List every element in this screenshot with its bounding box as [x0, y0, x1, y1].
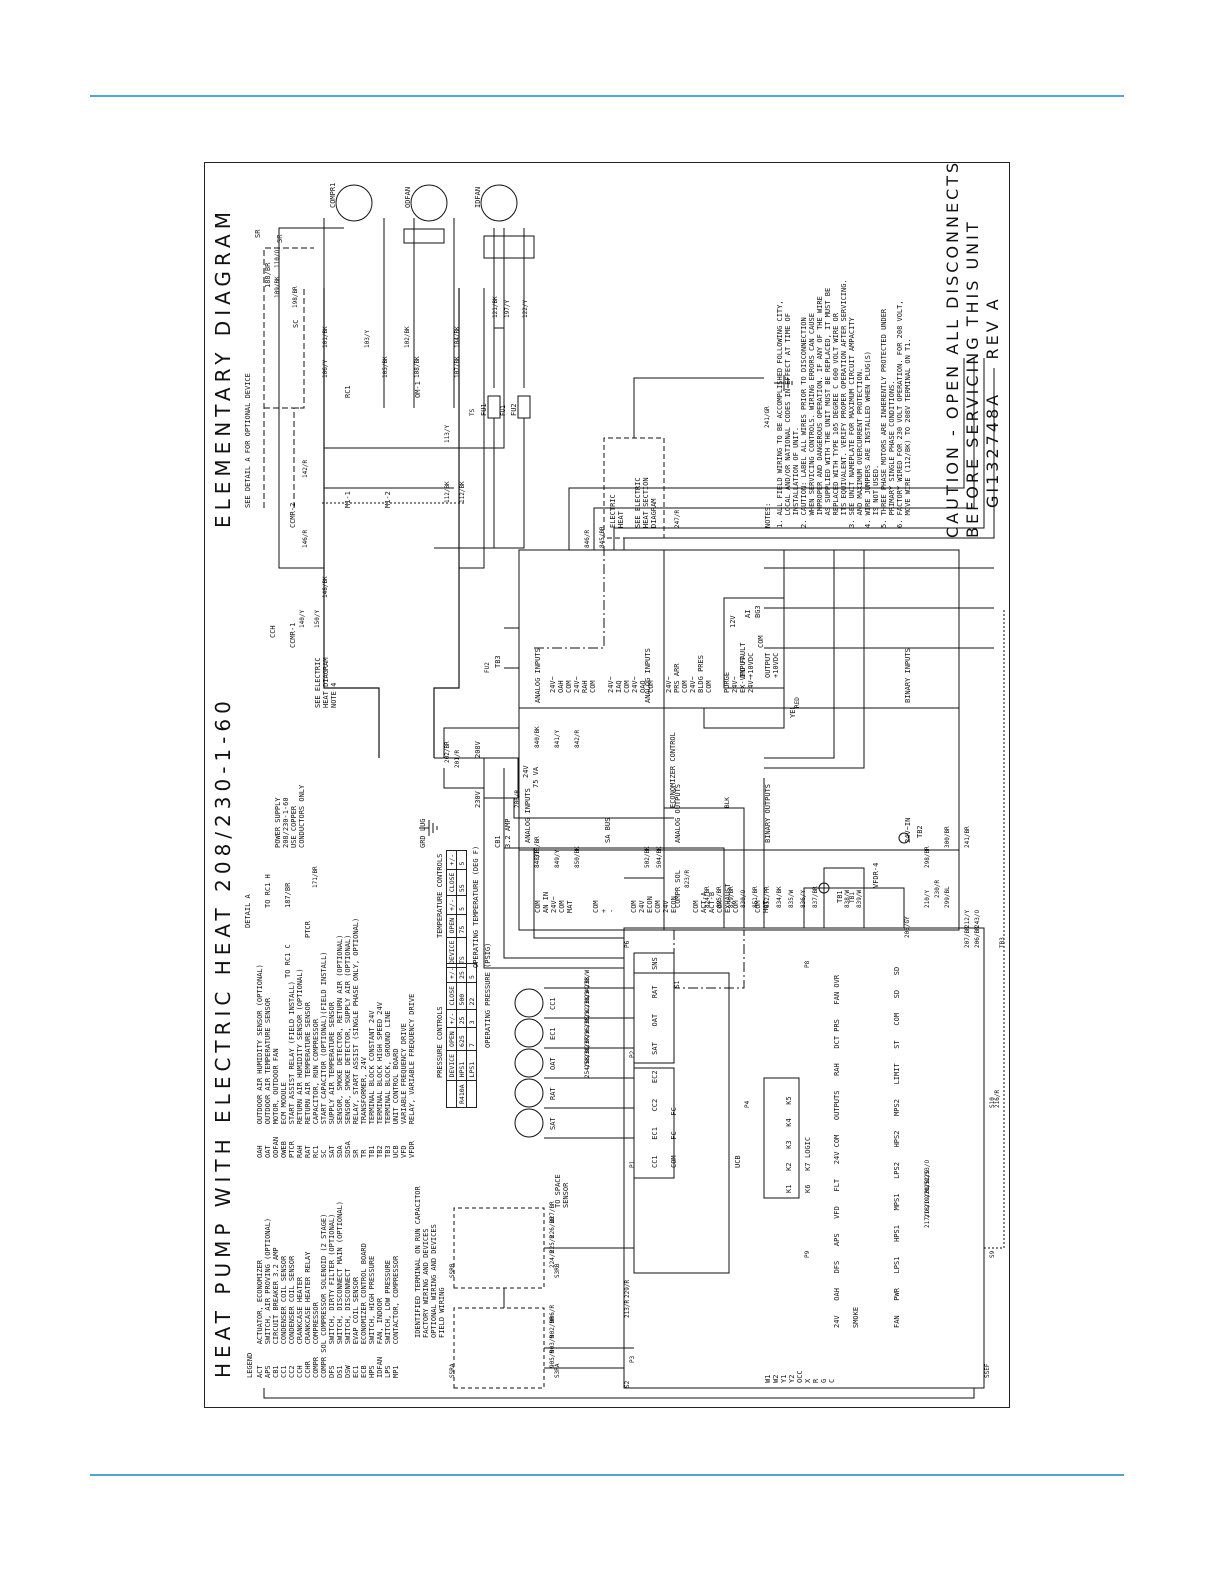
wire-compr-feed — [279, 228, 344, 568]
component-tag: S3RA — [554, 1363, 561, 1378]
wire-econ-5 — [764, 550, 834, 758]
header-rule — [90, 95, 1124, 97]
component-tag: P4 — [744, 1100, 751, 1108]
wiring-svg — [204, 162, 1010, 1408]
diagram-frame — [204, 162, 1010, 1408]
component-tag: S2 — [624, 1380, 631, 1388]
wire-vfdr — [824, 868, 864, 928]
component-tag: P6 — [624, 940, 631, 948]
component-tag: FU1 — [500, 405, 507, 416]
component-tag: BLK — [724, 797, 731, 808]
wire-harness-1 — [984, 608, 1004, 1248]
wire-econ-2 — [594, 358, 974, 550]
wire-ucb-up-2 — [504, 768, 624, 958]
component-tag: S9 — [989, 1250, 996, 1258]
wire-optional-a — [264, 248, 314, 508]
fu2-symbol — [518, 396, 530, 418]
wire-econ-3 — [614, 358, 984, 550]
wire-tr-sec2 — [514, 798, 674, 818]
sensor-oat — [515, 1049, 543, 1077]
sensor-rat — [515, 1079, 543, 1107]
diagram-canvas: HEAT PUMP WITH ELECTRIC HEAT 208/230-1-6… — [204, 160, 1010, 1408]
component-tag: TB3 — [999, 937, 1006, 948]
transformer-symbol — [484, 758, 518, 798]
wire-fuse2 — [454, 418, 524, 548]
component-tag: P3 — [629, 1355, 636, 1363]
wire-odfan-feed — [459, 288, 484, 568]
wire-dashdot-econ — [674, 930, 744, 988]
wire-elec-heat — [634, 378, 764, 438]
component-tag: S3RB — [554, 1263, 561, 1278]
odfan-cap-box — [404, 229, 444, 243]
component-tag: P2 — [629, 1050, 636, 1058]
ucb-inputs-p2 — [634, 953, 674, 1063]
fu1-symbol — [488, 396, 500, 418]
wire-harness-2 — [264, 1388, 974, 1398]
rotated-diagram: HEAT PUMP WITH ELECTRIC HEAT 208/230-1-6… — [204, 160, 1010, 1408]
wire-dashdot-ctl — [534, 538, 604, 648]
wire-econ-6 — [764, 550, 864, 768]
ground-symbol-2 — [774, 375, 792, 391]
compr-motor — [336, 185, 372, 221]
ground-symbol-1 — [419, 820, 437, 836]
component-tag: S10 — [989, 1097, 996, 1108]
sensor-ec1 — [515, 1019, 543, 1047]
tb2-terminal — [899, 833, 909, 843]
component-tag: FU2 — [484, 662, 491, 673]
component-tag: SSRA — [449, 1363, 456, 1378]
component-tag: S1 — [674, 980, 681, 988]
idfan-motor — [481, 185, 517, 221]
component-tag: SSEF — [984, 1363, 991, 1378]
component-tag: RED — [794, 697, 801, 708]
sensor-sat — [515, 1109, 543, 1137]
component-tag: TB1 — [849, 892, 856, 903]
wire-ucb-up-3 — [534, 848, 624, 938]
wire-econ-1 — [569, 358, 964, 550]
ucb-logic-block — [764, 1078, 799, 1198]
sensor-cc1 — [515, 989, 543, 1017]
wire-optional-c — [264, 288, 304, 408]
component-tag: SSRB — [449, 1263, 456, 1278]
idfan-terminal-box — [484, 236, 534, 258]
econ-control-box — [519, 550, 959, 930]
wire-l2-feed — [434, 288, 459, 758]
footer-rule — [90, 1474, 1124, 1476]
component-tag: P8 — [804, 960, 811, 968]
wire-tb-1 — [664, 848, 724, 928]
wire-compr-sol — [624, 878, 664, 928]
component-tag: P1 — [629, 1160, 636, 1168]
component-tag: TS — [469, 408, 476, 416]
component-tag: P9 — [804, 1250, 811, 1258]
wire-tb3-1 — [434, 728, 519, 758]
wire-tb-4 — [804, 888, 904, 928]
wire-tb-2 — [664, 808, 744, 928]
ucb-inputs-p1 — [634, 1068, 674, 1178]
wire-econ-4 — [624, 368, 994, 550]
odfan-motor — [411, 185, 447, 221]
vfd-module — [724, 598, 784, 688]
wire-ucb-up-1 — [444, 768, 624, 968]
